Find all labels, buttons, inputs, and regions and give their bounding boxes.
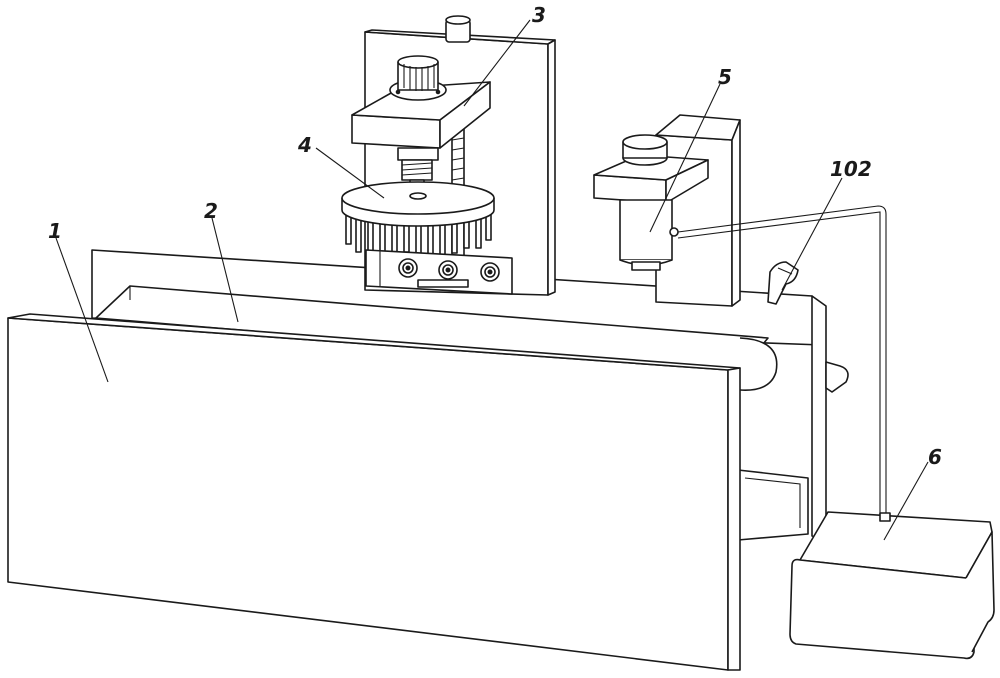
spring: [401, 162, 433, 176]
side-knobs: [767, 261, 849, 393]
label-3: 3: [532, 3, 546, 27]
label-6: 6: [928, 445, 942, 469]
motor-fins: [403, 64, 435, 91]
roller-2: [438, 260, 458, 280]
leader-4: [315, 147, 385, 199]
hose: [677, 205, 887, 516]
front-panel: [7, 313, 741, 671]
leader-5: [649, 83, 721, 233]
roller-3: [480, 262, 500, 282]
label-1: 1: [48, 219, 62, 243]
roller-1: [398, 258, 418, 278]
leader-6: [883, 461, 929, 541]
control-box: [789, 511, 995, 660]
roller-bracket: [365, 249, 513, 295]
leader-2: [211, 217, 239, 323]
label-102: 102: [830, 157, 872, 181]
brush-disc: [341, 181, 495, 258]
callouts: 1 2 3 4 5 102 6: [48, 3, 942, 541]
leader-1: [55, 237, 109, 383]
label-4: 4: [297, 133, 312, 157]
leader-3: [463, 19, 531, 107]
sensor-stand: [593, 114, 741, 307]
label-5: 5: [718, 65, 732, 89]
label-2: 2: [204, 199, 218, 223]
leader-102: [781, 177, 843, 291]
